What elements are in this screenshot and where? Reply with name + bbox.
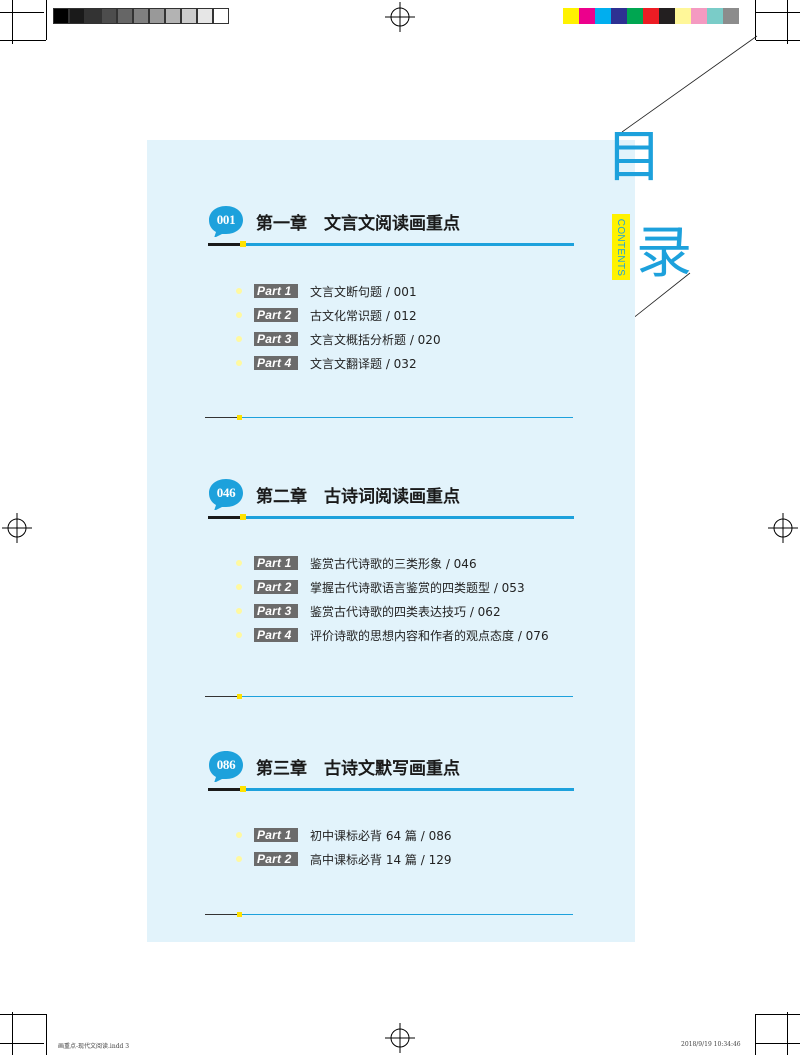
toc-title-lu: 录: [636, 221, 692, 286]
calibration-swatch: [579, 8, 595, 24]
bullet-icon: [236, 560, 242, 566]
calibration-swatch: [85, 8, 101, 24]
item-text: 文言文概括分析题 / 020: [310, 332, 441, 347]
toc-item[interactable]: Part 1 鉴赏古代诗歌的三类形象 / 046: [236, 555, 477, 571]
toc-panel: [147, 140, 635, 942]
calibration-swatch: [627, 8, 643, 24]
chapter-header[interactable]: 086 第三章 古诗文默写画重点: [208, 750, 574, 795]
toc-item[interactable]: Part 2 高中课标必背 14 篇 / 129: [236, 851, 451, 867]
calibration-swatch: [197, 8, 213, 24]
toc-item[interactable]: Part 2 掌握古代诗歌语言鉴赏的四类题型 / 053: [236, 579, 525, 595]
calibration-swatch: [611, 8, 627, 24]
toc-item[interactable]: Part 2 古文化常识题 / 012: [236, 307, 417, 323]
item-text: 评价诗歌的思想内容和作者的观点态度 / 076: [310, 628, 549, 643]
part-tag: Part 1: [254, 556, 298, 570]
calibration-swatch: [181, 8, 197, 24]
bullet-icon: [236, 584, 242, 590]
calibration-swatch: [165, 8, 181, 24]
toc-item[interactable]: Part 3 文言文概括分析题 / 020: [236, 331, 441, 347]
calibration-swatch: [723, 8, 739, 24]
chapter-header[interactable]: 001 第一章 文言文阅读画重点: [208, 205, 574, 250]
item-text: 古文化常识题 / 012: [310, 308, 417, 323]
registration-mark-icon: [768, 513, 798, 543]
contents-text: CONTENTS: [615, 218, 627, 276]
contents-label: CONTENTS: [612, 214, 630, 280]
chapter-header[interactable]: 046 第二章 古诗词阅读画重点: [208, 478, 574, 523]
item-text: 高中课标必背 14 篇 / 129: [310, 852, 452, 867]
toc-item[interactable]: Part 3 鉴赏古代诗歌的四类表达技巧 / 062: [236, 603, 501, 619]
registration-mark-icon: [385, 1023, 415, 1053]
bullet-icon: [236, 608, 242, 614]
section-divider: [205, 415, 573, 421]
part-tag: Part 2: [254, 580, 298, 594]
bullet-icon: [236, 288, 242, 294]
part-tag: Part 2: [254, 308, 298, 322]
registration-mark-icon: [2, 513, 32, 543]
calibration-swatch: [659, 8, 675, 24]
chapter-title: 第二章 古诗词阅读画重点: [256, 487, 460, 507]
bullet-icon: [236, 312, 242, 318]
part-tag: Part 3: [254, 332, 298, 346]
toc-title-mu: 目: [606, 125, 662, 190]
part-tag: Part 4: [254, 628, 298, 642]
item-text: 鉴赏古代诗歌的三类形象 / 046: [310, 556, 477, 571]
section-divider: [205, 912, 573, 918]
calibration-swatch: [213, 8, 229, 24]
item-text: 掌握古代诗歌语言鉴赏的四类题型 / 053: [310, 580, 525, 595]
calibration-swatch: [117, 8, 133, 24]
item-text: 鉴赏古代诗歌的四类表达技巧 / 062: [310, 604, 501, 619]
bullet-icon: [236, 832, 242, 838]
chapter-number: 046: [216, 485, 236, 500]
chapter-badge-icon: [209, 751, 243, 782]
bullet-icon: [236, 856, 242, 862]
calibration-swatch: [69, 8, 85, 24]
part-tag: Part 4: [254, 356, 298, 370]
calibration-swatch: [133, 8, 149, 24]
footer-file-slug: 画重点-现代文阅读.indd 3: [58, 1043, 130, 1050]
bullet-icon: [236, 632, 242, 638]
calibration-swatch: [149, 8, 165, 24]
calibration-swatch: [675, 8, 691, 24]
chapter-badge-icon: [209, 206, 243, 237]
toc-item[interactable]: Part 4 评价诗歌的思想内容和作者的观点态度 / 076: [236, 627, 549, 643]
toc-item[interactable]: Part 4 文言文翻译题 / 032: [236, 355, 417, 371]
item-text: 文言文断句题 / 001: [310, 284, 417, 299]
chapter-badge-icon: [209, 479, 243, 510]
chapter-number: 086: [216, 757, 236, 772]
section-divider: [205, 694, 573, 700]
part-tag: Part 1: [254, 284, 298, 298]
calibration-swatch: [595, 8, 611, 24]
chapter-number: 001: [216, 212, 236, 227]
footer-timestamp: 2018/9/19 10:34:46: [681, 1041, 741, 1048]
calibration-swatch: [53, 8, 69, 24]
chapter-title: 第三章 古诗文默写画重点: [256, 759, 460, 779]
bullet-icon: [236, 336, 242, 342]
toc-item[interactable]: Part 1 文言文断句题 / 001: [236, 283, 417, 299]
item-text: 初中课标必背 64 篇 / 086: [310, 828, 452, 843]
part-tag: Part 1: [254, 828, 298, 842]
calibration-swatch: [691, 8, 707, 24]
calibration-swatch: [101, 8, 117, 24]
part-tag: Part 2: [254, 852, 298, 866]
calibration-swatch: [563, 8, 579, 24]
bullet-icon: [236, 360, 242, 366]
toc-item[interactable]: Part 1 初中课标必背 64 篇 / 086: [236, 827, 451, 843]
grayscale-calibration-strip: [53, 8, 229, 24]
color-calibration-strip: [563, 8, 739, 24]
chapter-title: 第一章 文言文阅读画重点: [256, 214, 460, 234]
calibration-swatch: [707, 8, 723, 24]
part-tag: Part 3: [254, 604, 298, 618]
calibration-swatch: [643, 8, 659, 24]
item-text: 文言文翻译题 / 032: [310, 356, 417, 371]
registration-mark-icon: [385, 2, 415, 32]
